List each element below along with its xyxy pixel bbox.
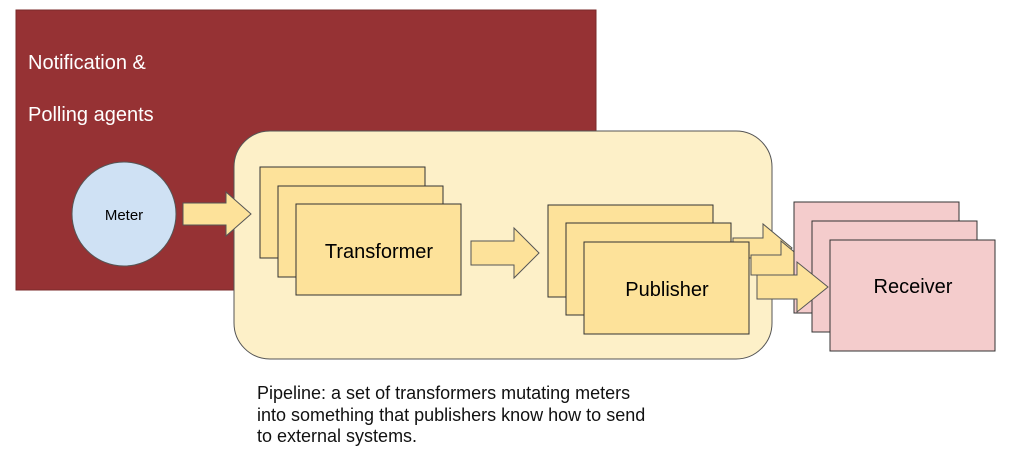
- caption-line2: into something that publishers know how …: [257, 404, 646, 425]
- arrow-publisher-to-receiver-front: [756, 260, 829, 314]
- meter-circle: [71, 161, 177, 267]
- caption-line3: to external systems.: [257, 426, 418, 446]
- pipeline-caption: Pipeline: a set of transformers mutating…: [257, 383, 737, 448]
- agents-label-line1: Notification &: [28, 52, 146, 74]
- receiver-box-front: [829, 239, 996, 352]
- publisher-box-front: [583, 241, 750, 335]
- publisher-label: Publisher: [625, 279, 709, 301]
- agents-label-line2: Polling agents: [28, 104, 154, 126]
- transformer-label: Transformer: [325, 241, 434, 263]
- agents-label: Notification & Polling agents: [28, 24, 154, 128]
- arrow-meter-to-transformer: [182, 190, 252, 238]
- transformer-box-front: [295, 203, 462, 296]
- receiver-label: Receiver: [874, 276, 953, 298]
- meter-label: Meter: [105, 207, 143, 224]
- caption-line1: Pipeline: a set of transformers mutating…: [257, 383, 631, 403]
- arrow-transformer-to-publisher: [470, 226, 540, 280]
